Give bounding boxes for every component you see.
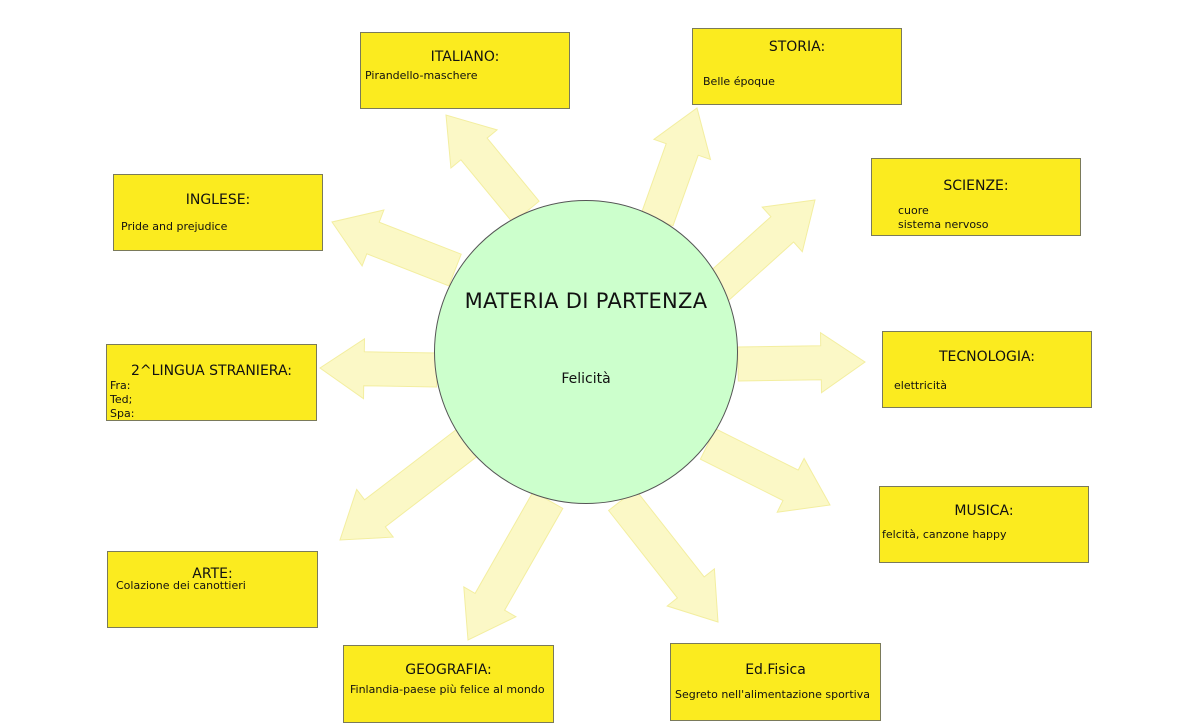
central-topic-subtitle: Felicità bbox=[561, 371, 611, 387]
box-lingua-straniera-heading: 2^LINGUA STRANIERA: bbox=[131, 363, 292, 379]
box-italiano-heading: ITALIANO: bbox=[430, 49, 500, 65]
box-arte-heading: ARTE: bbox=[192, 566, 233, 582]
box-tecnologia-heading: TECNOLOGIA: bbox=[938, 349, 1035, 365]
arrow-to-scienze bbox=[704, 199, 816, 302]
central-topic-title: MATERIA DI PARTENZA bbox=[464, 289, 708, 313]
box-storia-heading: STORIA: bbox=[768, 39, 826, 55]
central-topic-circle: MATERIA DI PARTENZA Felicità bbox=[434, 200, 738, 504]
box-musica-text: felcità, canzone happy bbox=[882, 528, 1007, 541]
box-scienze-heading: SCIENZE: bbox=[943, 178, 1009, 194]
box-lingua-straniera-text: Fra: Ted; Spa: bbox=[110, 379, 135, 420]
arrow-to-arte bbox=[339, 427, 480, 541]
box-italiano: ITALIANO: Pirandello-maschere bbox=[360, 32, 570, 109]
box-tecnologia-text: elettricità bbox=[894, 379, 947, 392]
box-storia: STORIA: Belle époque bbox=[692, 28, 902, 105]
box-geografia-heading: GEOGRAFIA: bbox=[405, 662, 492, 678]
arrow-to-tecnologia bbox=[737, 331, 866, 394]
box-inglese: INGLESE: Pride and prejudice bbox=[113, 174, 323, 251]
arrow-to-musica bbox=[699, 428, 831, 513]
box-storia-text: Belle époque bbox=[703, 75, 775, 88]
arrow-to-inglese bbox=[331, 209, 462, 287]
box-musica: MUSICA: felcità, canzone happy bbox=[879, 486, 1089, 563]
arrow-to-storia bbox=[640, 107, 712, 227]
arrow-to-italiano bbox=[445, 114, 540, 224]
arrow-to-lingua bbox=[319, 337, 438, 400]
box-ed-fisica-heading: Ed.Fisica bbox=[745, 662, 806, 678]
box-arte-text: Colazione dei canottieri bbox=[116, 579, 246, 592]
box-arte: ARTE: Colazione dei canottieri bbox=[107, 551, 318, 628]
box-geografia-text: Finlandia-paese più felice al mondo bbox=[350, 683, 545, 696]
arrow-to-ed-fisica bbox=[607, 488, 719, 623]
box-inglese-text: Pride and prejudice bbox=[121, 220, 228, 233]
box-tecnologia: TECNOLOGIA: elettricità bbox=[882, 331, 1092, 408]
box-musica-heading: MUSICA: bbox=[954, 503, 1014, 519]
box-inglese-heading: INGLESE: bbox=[185, 192, 251, 208]
box-ed-fisica-text: Segreto nell'alimentazione sportiva bbox=[675, 688, 870, 701]
box-geografia: GEOGRAFIA: Finlandia-paese più felice al… bbox=[343, 645, 554, 723]
box-scienze: SCIENZE: cuore sistema nervoso bbox=[871, 158, 1081, 236]
arrow-to-geografia bbox=[463, 490, 564, 641]
box-italiano-text: Pirandello-maschere bbox=[365, 69, 478, 82]
box-ed-fisica: Ed.Fisica Segreto nell'alimentazione spo… bbox=[670, 643, 881, 721]
box-lingua-straniera: 2^LINGUA STRANIERA: Fra: Ted; Spa: bbox=[106, 344, 317, 421]
box-scienze-text: cuore sistema nervoso bbox=[898, 204, 989, 231]
